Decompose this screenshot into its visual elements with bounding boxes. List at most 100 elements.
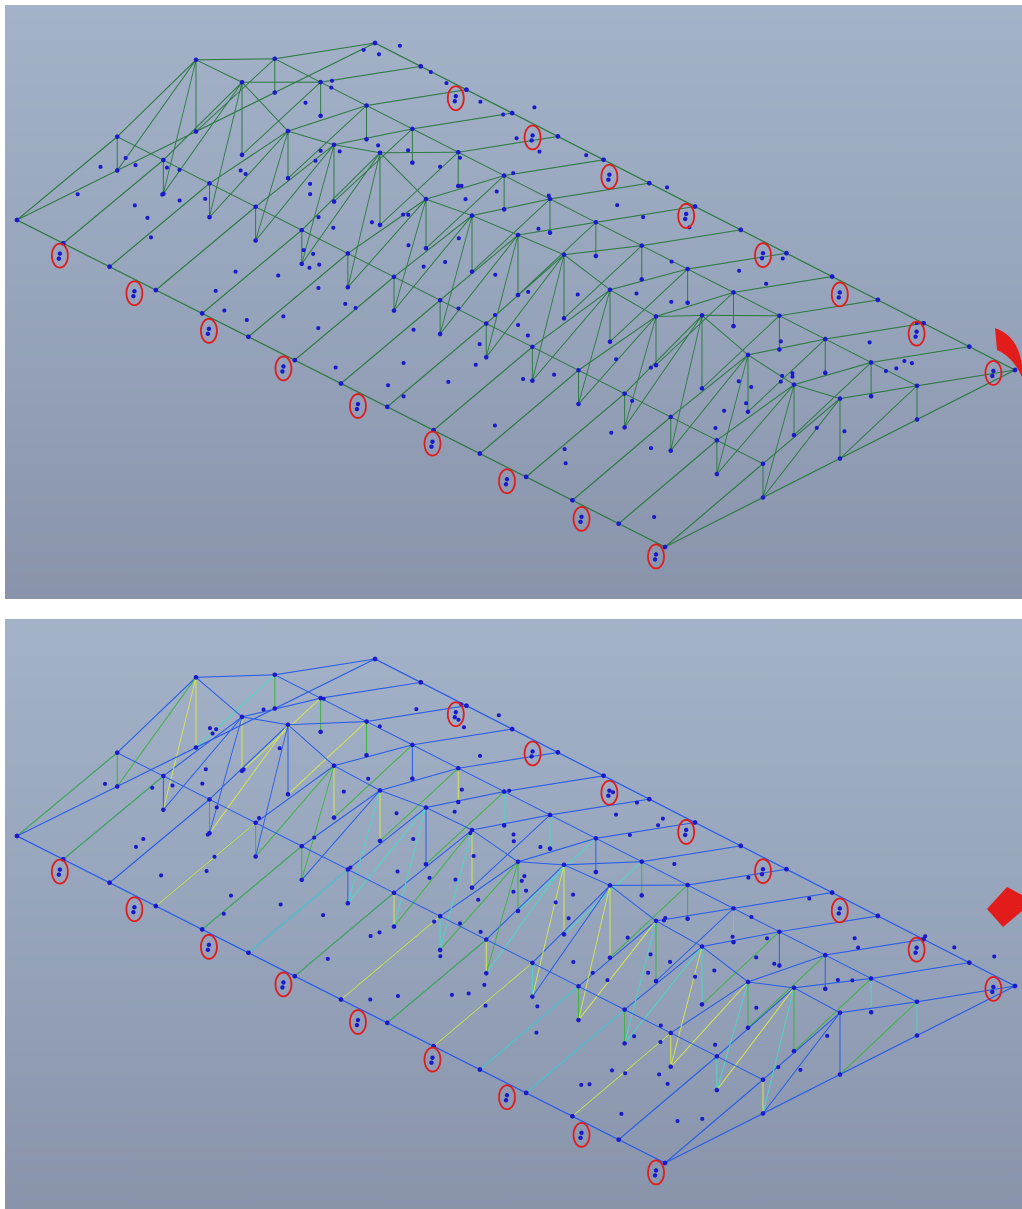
structure-model-viewport[interactable] [5, 5, 1022, 599]
node-point [627, 832, 632, 837]
bracing [716, 354, 749, 475]
node-point [98, 164, 103, 169]
node-point [570, 1113, 575, 1119]
support-marker [984, 976, 1003, 1002]
node-point [867, 340, 872, 345]
node-point [576, 401, 581, 407]
node-point [868, 976, 874, 981]
support-node [683, 216, 688, 222]
purlin [425, 807, 473, 831]
support-marker [572, 1121, 591, 1148]
node-point [456, 717, 461, 722]
node-point [341, 789, 346, 794]
truss-top-chord [624, 946, 703, 1011]
support-marker [498, 468, 516, 495]
truss-diagonal [701, 315, 780, 389]
truss-top-chord [485, 254, 565, 324]
support-marker [200, 317, 218, 344]
bracing [670, 946, 703, 1067]
node-point [483, 970, 489, 976]
node-point [713, 1042, 718, 1047]
support-node [990, 373, 995, 379]
truss-top-chord [641, 845, 741, 863]
truss-top-chord [116, 676, 197, 754]
node-point [483, 1003, 488, 1008]
node-point [730, 934, 735, 939]
truss-top-chord [439, 861, 519, 917]
node-point [428, 69, 433, 74]
node-point [714, 471, 720, 477]
node-point [272, 706, 278, 711]
node-point [992, 954, 997, 959]
support-node [760, 867, 766, 872]
node-point [432, 919, 437, 924]
node-point [133, 844, 138, 849]
node-point [253, 854, 258, 859]
node-point [791, 382, 797, 387]
support-node [453, 710, 458, 715]
node-point [555, 134, 561, 139]
support-node [131, 910, 136, 915]
truss-top-chord [504, 775, 604, 793]
support-node [837, 290, 842, 295]
support-marker [125, 896, 144, 923]
support-node [453, 94, 458, 99]
node-point [253, 238, 258, 243]
node-point [593, 220, 599, 225]
node-point [822, 370, 828, 376]
support-node [837, 906, 842, 911]
purlin [471, 829, 519, 863]
node-point [547, 846, 553, 852]
node-point [311, 251, 316, 256]
truss-top-chord [425, 175, 505, 200]
truss-diagonal [109, 799, 210, 884]
node-point [148, 235, 153, 240]
support-marker [677, 203, 696, 229]
node-point [966, 344, 972, 349]
node-point [316, 326, 321, 331]
truss-top-chord [274, 658, 376, 676]
truss-top-chord [641, 229, 741, 247]
truss-top-chord [412, 112, 513, 130]
node-point [511, 889, 516, 894]
top-wireframe-canvas[interactable] [5, 5, 1022, 599]
support-node [578, 1135, 583, 1141]
node-point [386, 383, 391, 388]
purlin [301, 845, 349, 870]
node-point [214, 727, 219, 732]
node-point [292, 973, 298, 979]
node-point [662, 544, 668, 550]
purlin [287, 130, 335, 146]
node-point [401, 394, 406, 399]
truss-diagonal [425, 175, 505, 249]
node-point [668, 1030, 674, 1036]
truss-top-chord [839, 385, 918, 400]
truss-top-chord [609, 268, 688, 291]
node-point [318, 113, 323, 119]
support-node [281, 364, 286, 369]
purlin [333, 144, 381, 154]
node-point [587, 1082, 592, 1087]
node-point [239, 714, 245, 720]
truss-diagonal [716, 987, 795, 1091]
truss-top-chord [163, 716, 243, 777]
bracing [255, 130, 289, 241]
truss-diagonal [255, 144, 335, 241]
node-point [317, 262, 322, 267]
node-point [553, 900, 558, 905]
node-point [536, 226, 541, 231]
node-point [212, 854, 217, 859]
stress-result-viewport[interactable] [5, 619, 1022, 1209]
truss-top-chord [716, 987, 795, 1057]
node-point [663, 916, 668, 921]
node-point [364, 752, 369, 758]
node-point [685, 300, 690, 306]
node-point [641, 215, 646, 220]
top-load-arrow-icon [995, 328, 1022, 377]
bottom-wireframe-canvas[interactable] [5, 619, 1022, 1209]
node-point [521, 376, 526, 381]
node-point [464, 703, 469, 709]
support-node [504, 1093, 510, 1098]
support-node [57, 251, 63, 256]
node-point [276, 273, 281, 278]
